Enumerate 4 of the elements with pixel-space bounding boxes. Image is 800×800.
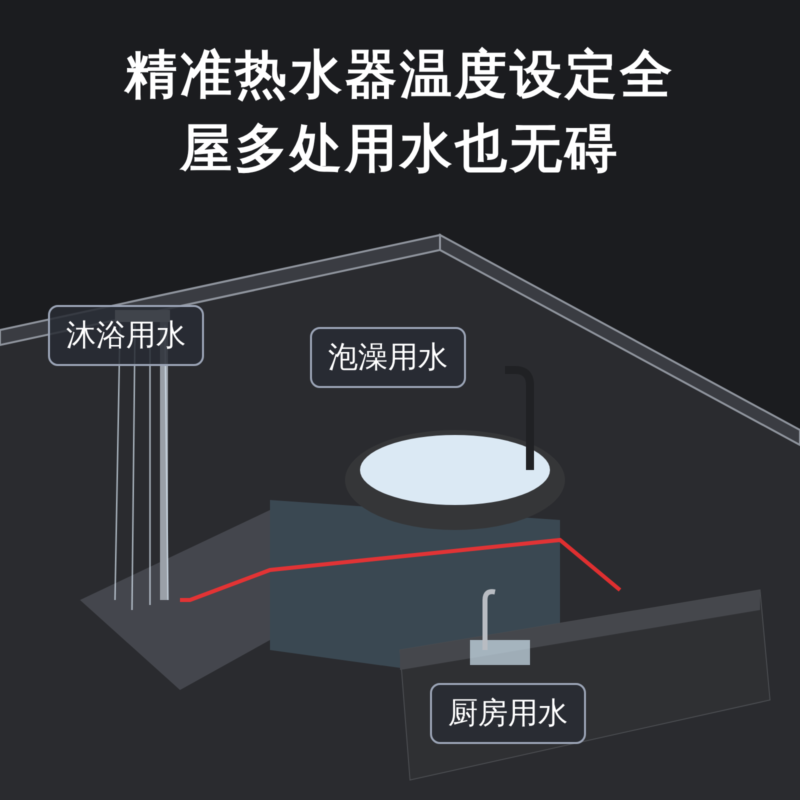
- area-label: 沐浴用水: [48, 305, 204, 366]
- area-label: 泡澡用水: [310, 327, 466, 388]
- headline: 精准热水器温度设定全屋多处用水也无碍: [123, 44, 676, 181]
- area-label: 厨房用水: [430, 683, 586, 744]
